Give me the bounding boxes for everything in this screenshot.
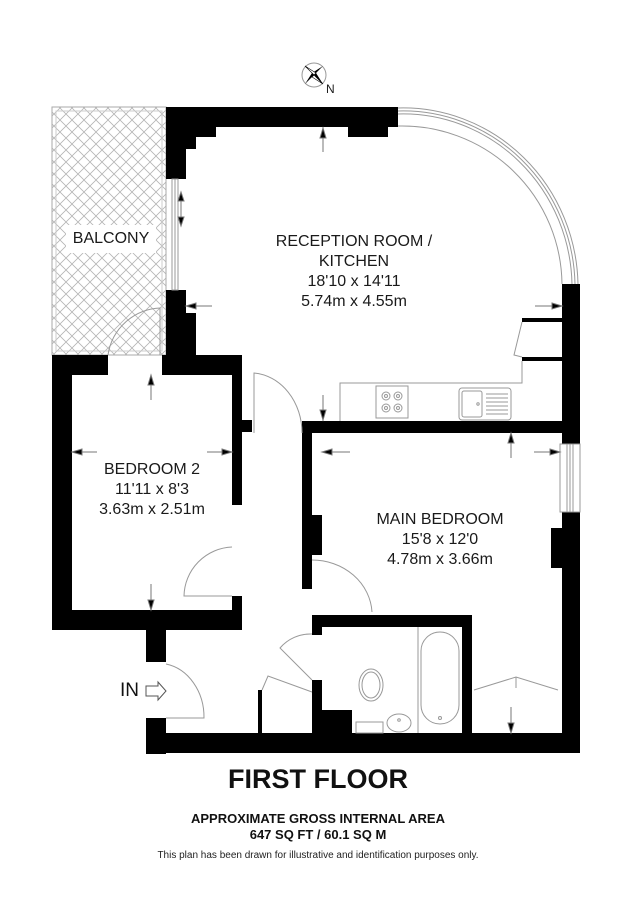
entrance-label: IN [120, 680, 139, 701]
bedroom-2-imperial: 11'11 x 8'3 [114, 481, 189, 498]
window-main-bedroom [559, 443, 581, 513]
bathroom-fixtures [355, 627, 460, 734]
basin-icon [386, 713, 412, 733]
area-value: 647 SQ FT / 60.1 SQ M [249, 827, 387, 842]
walls [52, 107, 580, 754]
main-bedroom-label: MAIN BEDROOM 15'8 x 12'0 4.78m x 3.66m [350, 510, 530, 570]
reception-room-name-2: KITCHEN [318, 253, 390, 270]
main-bedroom-imperial: 15'8 x 12'0 [401, 531, 479, 548]
bedroom-2-metric: 3.63m x 2.51m [99, 501, 205, 518]
area-heading: APPROXIMATE GROSS INTERNAL AREA [190, 811, 445, 826]
balcony-area [51, 106, 167, 356]
bay-window [397, 107, 579, 285]
compass-north-label: N [326, 82, 335, 96]
entry-arrow-icon [145, 680, 167, 702]
doors [107, 307, 559, 719]
main-bedroom-name: MAIN BEDROOM [376, 511, 504, 528]
compass-rose-icon [301, 62, 327, 88]
reception-room-imperial: 18'10 x 14'11 [307, 273, 401, 290]
sink-icon [458, 387, 512, 421]
hob-icon [375, 385, 409, 419]
floor-title: FIRST FLOOR [228, 764, 408, 794]
kitchen-worktop [339, 321, 523, 421]
sliding-door [171, 178, 179, 291]
reception-room-metric: 5.74m x 4.55m [301, 293, 407, 310]
bedroom-2-name: BEDROOM 2 [103, 461, 200, 478]
toilet-icon [358, 668, 384, 702]
disclaimer: This plan has been drawn for illustrativ… [157, 850, 479, 861]
balcony-label: BALCONY [72, 230, 150, 247]
bathtub-icon [420, 631, 460, 725]
reception-room-label: RECEPTION ROOM / KITCHEN 18'10 x 14'11 5… [254, 232, 454, 312]
dimension-arrows [70, 126, 564, 735]
reception-room-name: RECEPTION ROOM / [275, 233, 433, 250]
bedroom-2-label: BEDROOM 2 11'11 x 8'3 3.63m x 2.51m [72, 460, 232, 520]
main-bedroom-metric: 4.78m x 3.66m [387, 551, 493, 568]
